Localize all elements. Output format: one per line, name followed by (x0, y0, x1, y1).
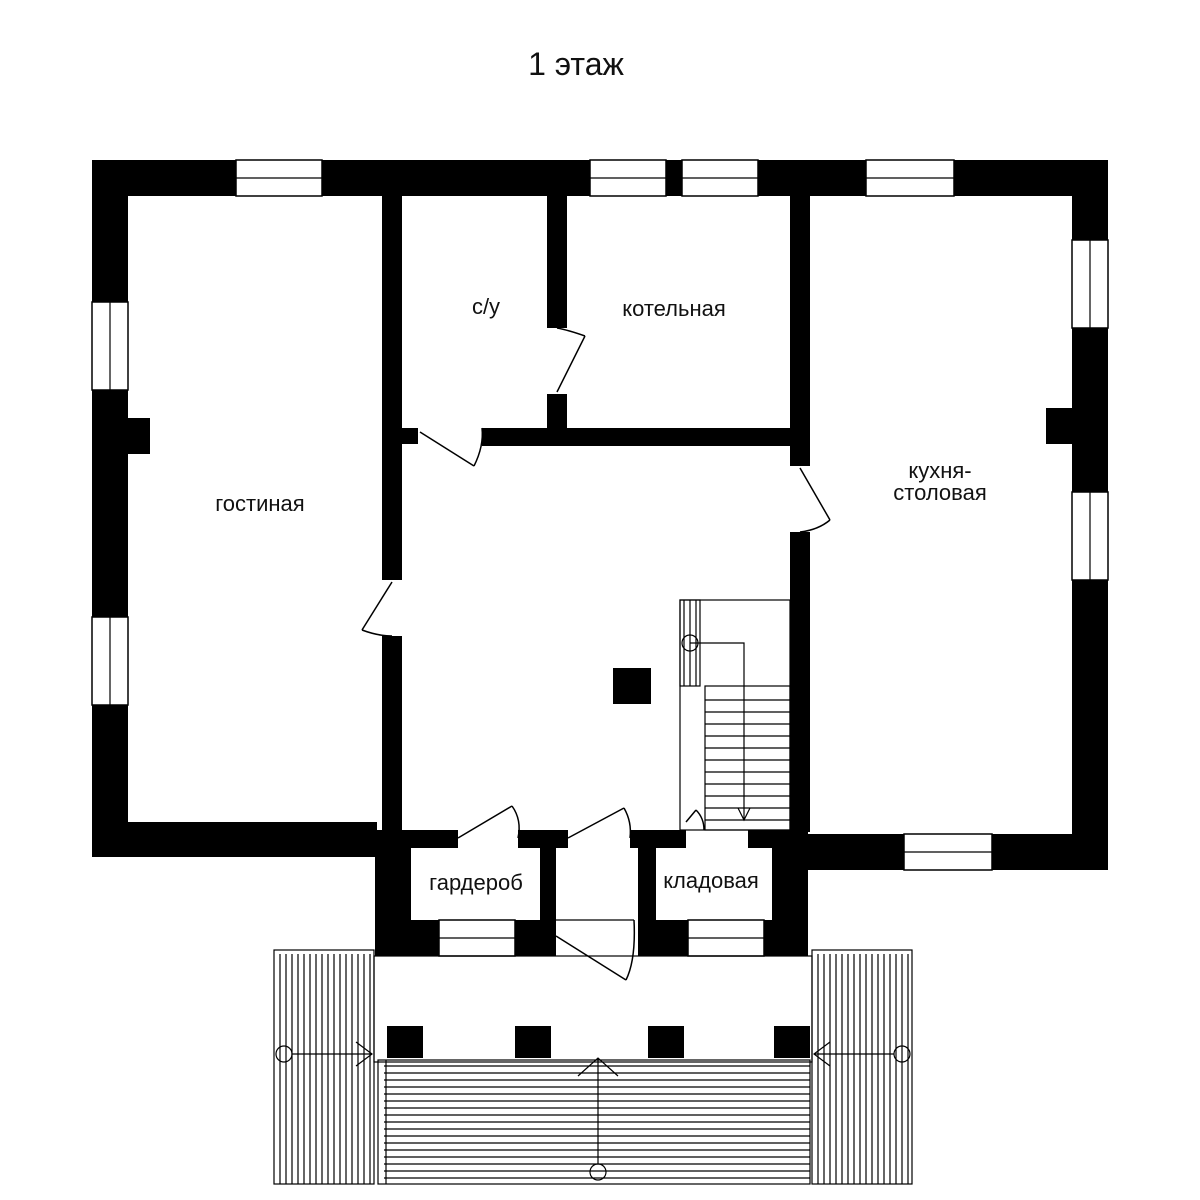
wall-wc-boiler-upper (547, 190, 567, 328)
wall-kitchen-lower (790, 532, 810, 832)
window-bottom-kitchen (903, 833, 993, 871)
door-kitchen (799, 467, 831, 533)
room-label-bathroom: с/у (472, 294, 500, 319)
door-wardrobe (457, 805, 520, 839)
pantry-wall-bottom-right (764, 920, 808, 956)
windows (91, 159, 1109, 957)
wall-wc-stub (402, 428, 418, 444)
porch-steps-right (811, 949, 913, 1185)
door-bathroom (419, 427, 484, 467)
porch-column-4 (774, 1026, 810, 1058)
wall-kitchen-upper (790, 190, 810, 466)
room-label-pantry: кладовая (663, 868, 759, 893)
door-entrance-inner (567, 807, 632, 839)
room-labels: гостиная с/у котельная кухня- столовая г… (215, 294, 986, 895)
room-label-kitchen-line2: столовая (893, 480, 987, 505)
wardrobe-wall-bottom-left (375, 920, 439, 956)
bottom-wall-left (92, 822, 377, 857)
floor-title: 1 этаж (528, 46, 624, 82)
doors (361, 327, 831, 981)
porch-steps-front (377, 1057, 811, 1185)
door-living (361, 581, 393, 637)
wardrobe-wall-bottom-right (515, 920, 556, 956)
window-left-1 (91, 301, 129, 391)
window-top-1 (235, 159, 323, 197)
door-boiler (556, 327, 586, 393)
wardrobe-wall-top-left (402, 830, 458, 848)
window-right-1 (1071, 239, 1109, 329)
porch-column-3 (648, 1026, 684, 1058)
door-entrance-outer (555, 919, 636, 981)
window-pantry (687, 919, 765, 957)
pantry-wall-bottom-left (638, 920, 688, 956)
window-top-3 (681, 159, 759, 197)
wall-living-hall-upper (382, 190, 402, 580)
staircase (679, 599, 791, 831)
window-wardrobe (438, 919, 516, 957)
porch (373, 955, 813, 1063)
door-pantry (685, 809, 705, 831)
room-label-wardrobe: гардероб (429, 870, 523, 895)
room-label-boiler: котельная (622, 296, 726, 321)
wall-living-hall-lower (382, 636, 402, 832)
interior-walls (382, 190, 810, 832)
window-right-2 (1071, 491, 1109, 581)
chimney-right (1046, 408, 1072, 444)
wall-boiler-hall (482, 428, 810, 446)
room-label-kitchen-line1: кухня- (908, 458, 971, 483)
window-top-4 (865, 159, 955, 197)
window-left-2 (91, 616, 129, 706)
porch-column-2 (515, 1026, 551, 1058)
porch-steps-left (273, 949, 375, 1185)
porch-outline (373, 955, 813, 1063)
porch-column-1 (387, 1026, 423, 1058)
window-top-2 (589, 159, 667, 197)
column-hall (613, 668, 651, 704)
left-wall (92, 160, 128, 857)
room-label-living: гостиная (215, 491, 304, 516)
chimney-left (128, 418, 150, 454)
front-block-walls (375, 830, 808, 956)
